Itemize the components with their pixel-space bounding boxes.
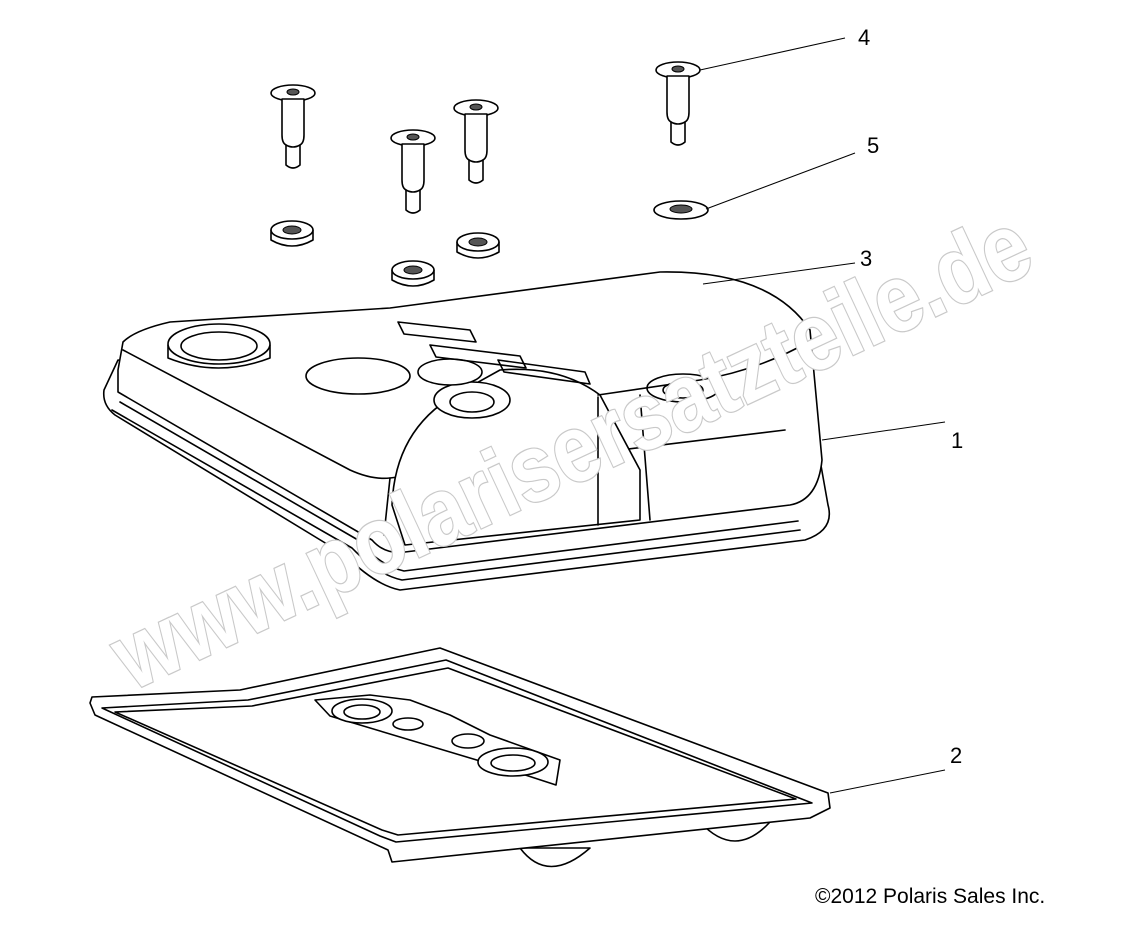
gasket-part [89,647,831,868]
callout-2: 2 [950,743,962,768]
callout-4: 4 [858,25,870,50]
grommet-part [391,260,435,287]
callout-3: 3 [860,246,872,271]
callout-5: 5 [867,133,879,158]
leader-lines [699,37,946,794]
bolt-part [270,84,316,169]
callout-1: 1 [951,428,963,453]
valve-cover-part [102,271,830,591]
washer-part [653,200,709,220]
bolt-part [655,61,701,146]
grommet-part [456,232,500,259]
copyright-notice: ©2012 Polaris Sales Inc. [815,885,1046,908]
bolt-part [453,99,499,184]
grommet-part [270,220,314,247]
bolt-part [390,129,436,214]
